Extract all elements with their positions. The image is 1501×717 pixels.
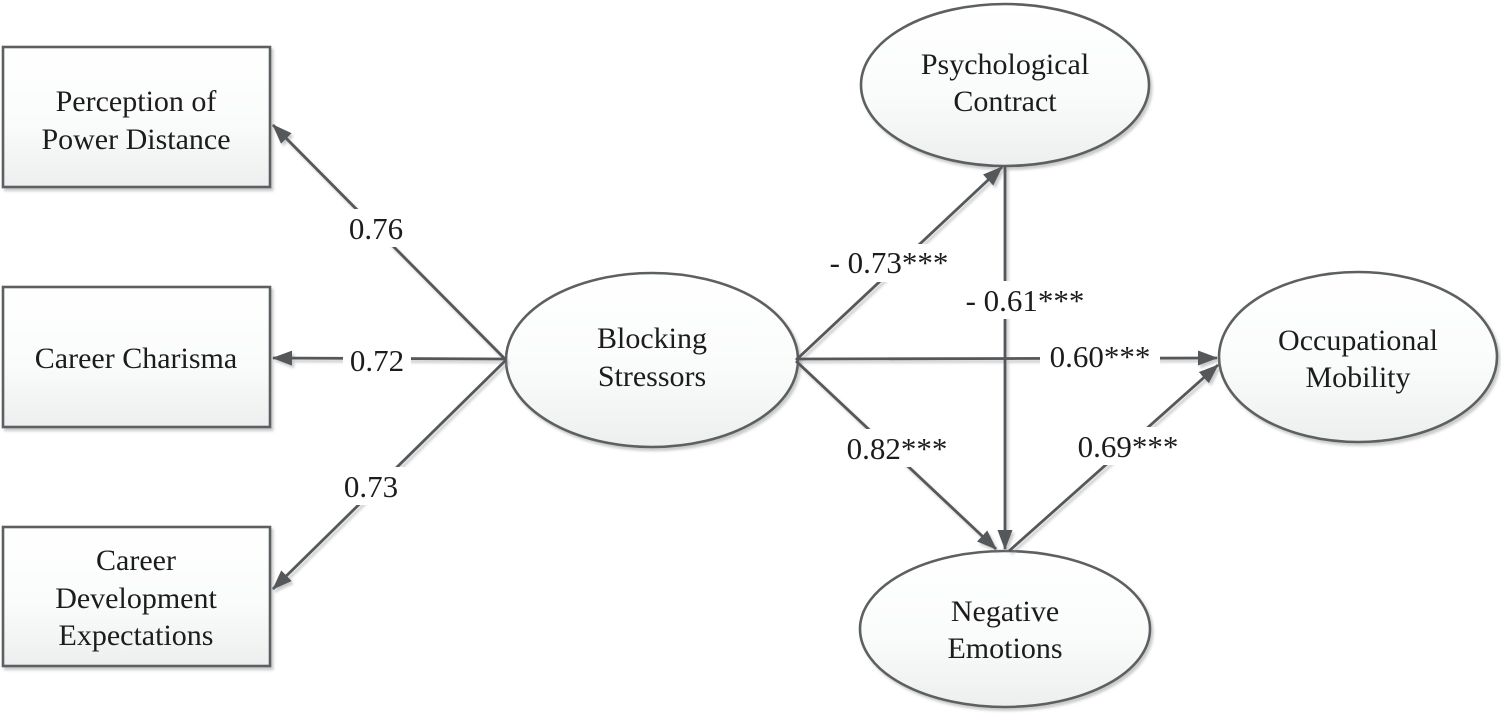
edge-label-bs-to-contract: - 0.73*** (830, 245, 949, 280)
node-label-psychological-contract-line-1: Psychological (921, 48, 1089, 81)
label-bg-0-60 (1040, 337, 1160, 375)
edge-label-bs-to-charisma: 0.72 (350, 343, 404, 378)
edge-label-emotions-to-mobility: 0.69*** (1078, 429, 1179, 464)
node-label-negative-emotions-line-2: Emotions (947, 632, 1062, 665)
node-label-occupational-mobility-line-1: Occupational (1278, 324, 1438, 357)
edge-label-bs-to-expectations: 0.73 (344, 469, 398, 504)
node-label-psychological-contract-line-2: Contract (953, 85, 1057, 118)
node-label-negative-emotions-line-1: Negative (951, 595, 1059, 628)
node-label-perception-line-2: Power Distance (41, 123, 230, 156)
label-bg-0-72 (343, 341, 411, 379)
node-occupational-mobility (1217, 270, 1499, 444)
edge-label-bs-to-emotions: 0.82*** (847, 431, 948, 466)
node-label-expectations-line-2: Development (55, 582, 217, 615)
label-bg-0-76 (342, 209, 410, 247)
node-label-expectations-line-1: Career (96, 544, 176, 577)
edge-label-bs-to-mobility: 0.60*** (1050, 339, 1151, 374)
label-bg-neg-0-61 (948, 281, 1102, 319)
edge-label-bs-to-perception: 0.76 (349, 211, 403, 246)
node-labels: Perception of Power Distance Career Char… (35, 48, 1438, 665)
label-bg-neg-0-73 (814, 244, 964, 282)
node-label-perception-line-1: Perception of (56, 85, 217, 118)
node-label-blocking-stressors-line-1: Blocking (597, 322, 707, 355)
node-career-charisma (1, 285, 272, 429)
node-negative-emotions (858, 549, 1152, 709)
node-label-career-charisma: Career Charisma (35, 342, 237, 375)
label-bg-0-69 (1068, 427, 1188, 465)
node-label-blocking-stressors-line-2: Stressors (598, 360, 706, 393)
edge-label-backgrounds (337, 209, 1188, 505)
node-label-occupational-mobility-line-2: Mobility (1305, 361, 1410, 394)
edge-labels: 0.76 0.72 0.73 - 0.73*** - 0.61*** 0.60*… (344, 211, 1179, 504)
node-label-expectations-line-3: Expectations (59, 619, 214, 652)
label-bg-0-73 (337, 467, 405, 505)
edge-label-contract-to-emotions: - 0.61*** (966, 283, 1085, 318)
node-perception-of-power-distance (1, 45, 272, 189)
node-career-development-expectations (1, 525, 272, 668)
label-bg-0-82 (837, 429, 957, 467)
